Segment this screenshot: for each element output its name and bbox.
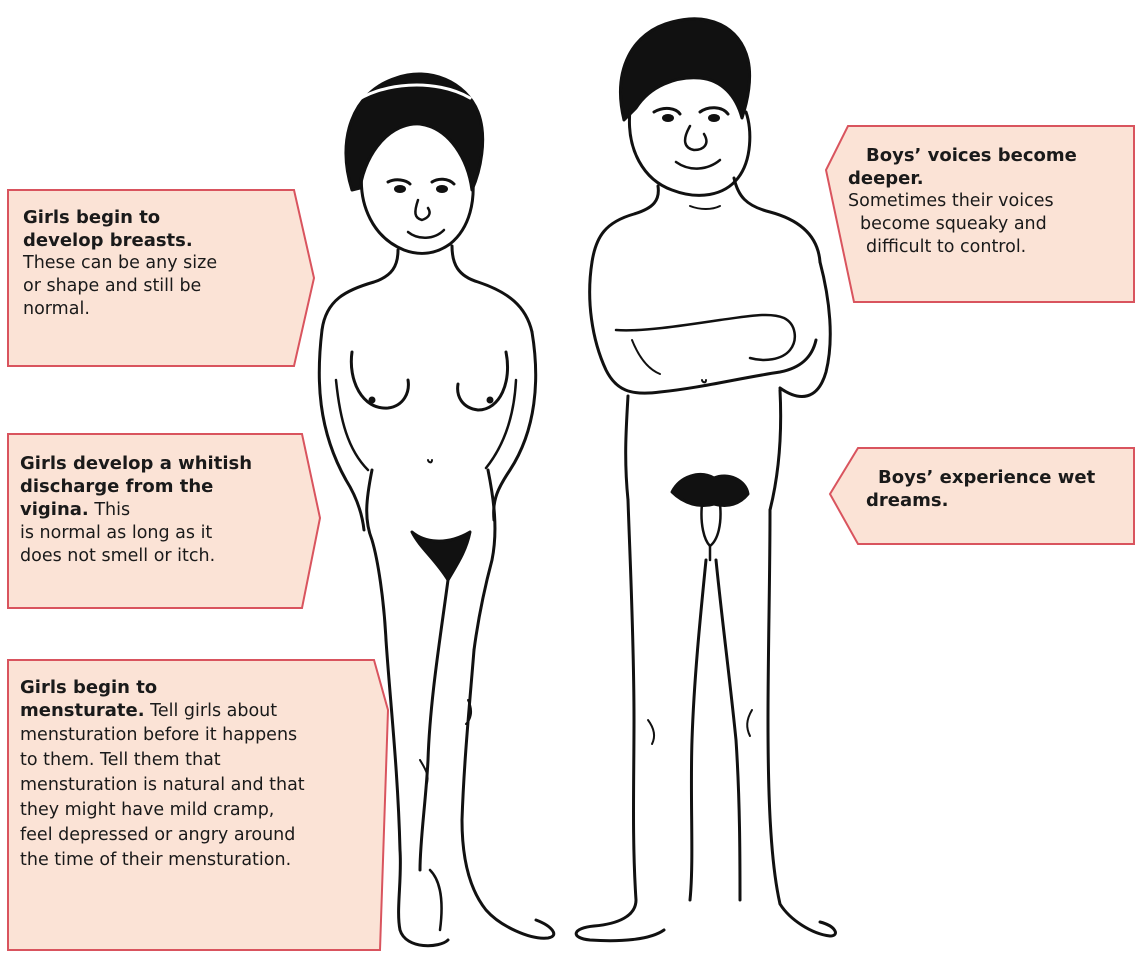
callout-breasts-body-1: These can be any size bbox=[23, 252, 318, 275]
girl-hair bbox=[346, 74, 483, 190]
callout-wet-dreams: Boys’ experience wet dreams. bbox=[830, 448, 1134, 546]
callout-discharge-body-2: does not smell or itch. bbox=[20, 545, 320, 568]
girl-face bbox=[361, 170, 473, 253]
callout-voices: Boys’ voices become deeper. Sometimes th… bbox=[826, 126, 1134, 304]
callout-discharge: Girls develop a whitish discharge from t… bbox=[8, 434, 320, 610]
callout-menstruate: Girls begin to mensturate. Tell girls ab… bbox=[8, 660, 388, 952]
callout-voices-title-2: deeper. bbox=[848, 167, 1134, 190]
boy-pubic-area bbox=[672, 474, 748, 505]
callout-breasts-body-3: normal. bbox=[23, 298, 318, 321]
callout-menstruate-body-5: feel depressed or angry around bbox=[20, 823, 388, 848]
callout-menstruate-body-inline: Tell girls about bbox=[145, 701, 278, 721]
callout-menstruate-body-4: they might have mild cramp, bbox=[20, 798, 388, 823]
callout-breasts-body-2: or shape and still be bbox=[23, 275, 318, 298]
callout-menstruate-body-3: mensturation is natural and that bbox=[20, 773, 388, 798]
callout-menstruate-body-6: the time of their mensturation. bbox=[20, 848, 388, 873]
callout-wet-dreams-title-2: dreams. bbox=[866, 489, 1134, 512]
boy-figure bbox=[576, 19, 835, 941]
callout-discharge-title-3: vigina. bbox=[20, 499, 89, 520]
callout-voices-title-1: Boys’ voices become bbox=[848, 144, 1134, 167]
girl-pubic-area bbox=[412, 532, 470, 580]
callout-menstruate-title-2: mensturate. bbox=[20, 700, 145, 721]
callout-discharge-body-inline: This bbox=[89, 500, 130, 520]
callout-discharge-title-1: Girls develop a whitish bbox=[20, 452, 320, 475]
callout-breasts: Girls begin to develop breasts. These ca… bbox=[8, 190, 318, 368]
callout-menstruate-body-2: to them. Tell them that bbox=[20, 748, 388, 773]
callout-voices-body-3: difficult to control. bbox=[848, 236, 1134, 259]
callout-voices-body-1: Sometimes their voices bbox=[848, 190, 1134, 213]
callout-breasts-title-2: develop breasts. bbox=[23, 229, 318, 252]
callout-menstruate-body-1: mensturation before it happens bbox=[20, 723, 388, 748]
boy-face bbox=[629, 110, 749, 195]
callout-wet-dreams-title-1: Boys’ experience wet bbox=[866, 466, 1134, 489]
callout-menstruate-title-1: Girls begin to bbox=[20, 676, 388, 699]
boy-hair bbox=[621, 19, 750, 120]
callout-voices-body-2: become squeaky and bbox=[848, 213, 1134, 236]
callout-discharge-body-1: is normal as long as it bbox=[20, 522, 320, 545]
callout-breasts-title-1: Girls begin to bbox=[23, 206, 318, 229]
callout-discharge-title-2: discharge from the bbox=[20, 475, 320, 498]
